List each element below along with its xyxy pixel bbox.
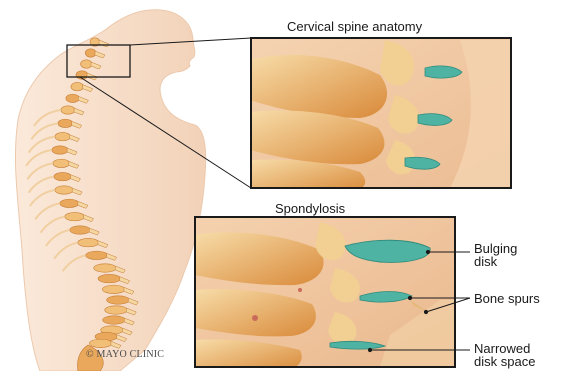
vertebra — [52, 146, 68, 154]
vertebra — [60, 199, 79, 207]
vertebra — [81, 60, 92, 68]
cervical-anatomy-title: Cervical spine anatomy — [287, 20, 422, 33]
vertebra — [66, 94, 80, 102]
vertebra — [55, 186, 73, 194]
vertebra — [65, 212, 85, 220]
vertebra — [107, 296, 130, 304]
vertebra — [54, 172, 72, 180]
vertebra — [78, 238, 99, 246]
vertebra — [53, 159, 70, 167]
vertebra — [85, 49, 96, 57]
vertebra — [71, 82, 84, 90]
narrowed-disk-label: Narrowed disk space — [474, 342, 535, 368]
vertebra — [61, 106, 75, 114]
vertebra — [103, 316, 126, 324]
cervical-anatomy-panel — [250, 38, 511, 192]
spondylosis-panel — [195, 217, 455, 371]
vertebra — [55, 132, 71, 140]
vertebra — [105, 306, 128, 314]
vertebra — [86, 251, 108, 259]
vertebra — [102, 285, 125, 293]
bulging-disk-label-line2: disk — [474, 255, 517, 268]
vertebra — [89, 339, 112, 347]
bone-spurs-label: Bone spurs — [474, 292, 540, 305]
bulging-disk-label: Bulging disk — [474, 242, 517, 268]
vertebra — [70, 226, 91, 234]
vertebra — [58, 119, 73, 127]
copyright-notice: © MAYO CLINIC — [86, 349, 164, 360]
spondylosis-title: Spondylosis — [275, 202, 345, 215]
vertebra — [94, 264, 117, 272]
vertebra — [98, 274, 121, 282]
narrowed-disk-label-line2: disk space — [474, 355, 535, 368]
